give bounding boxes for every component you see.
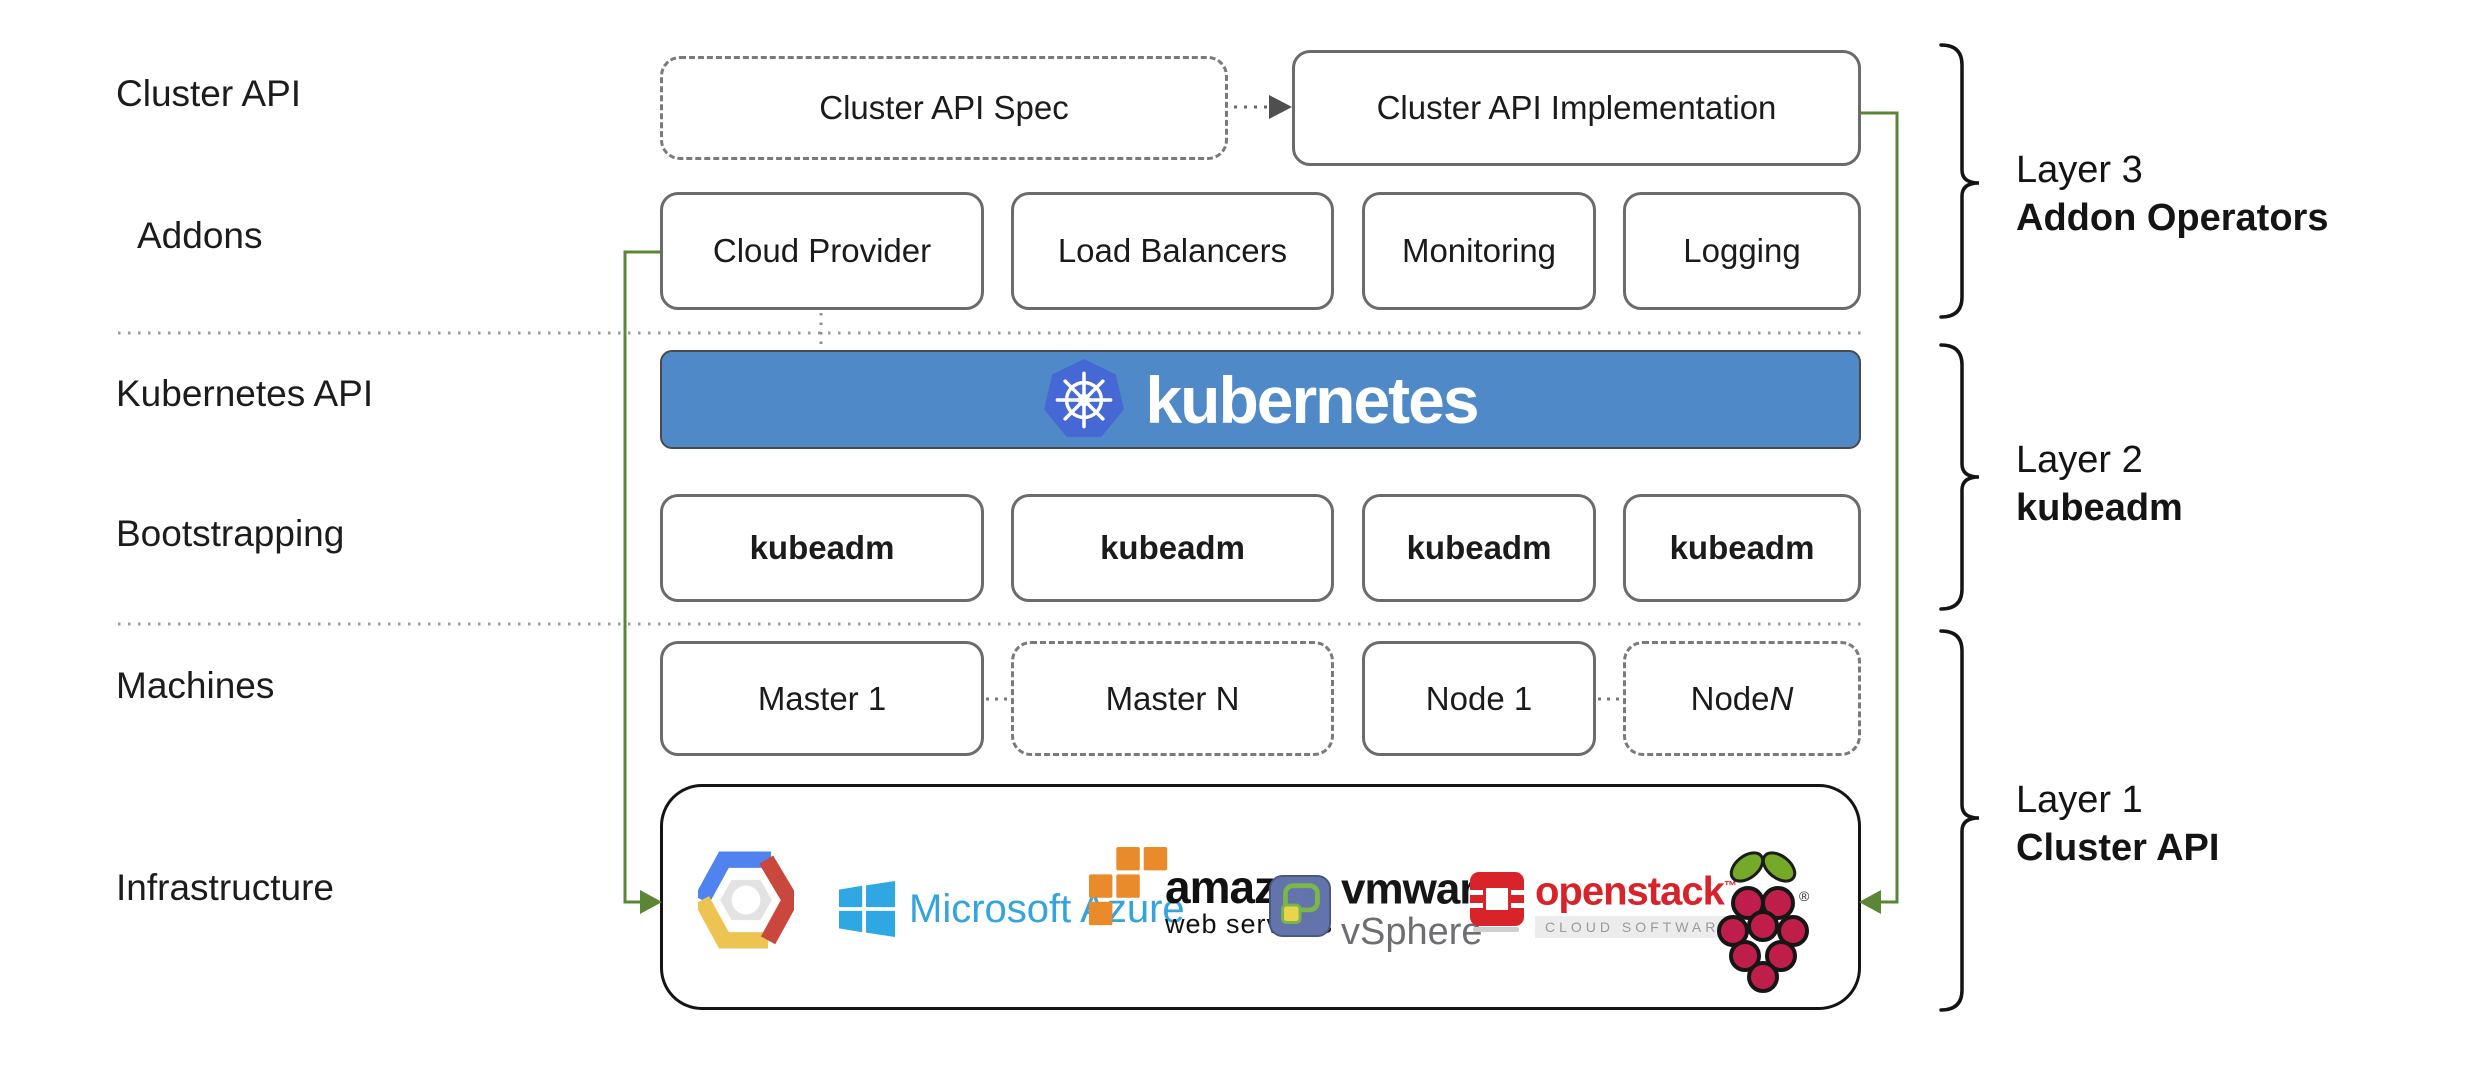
kubeadm-label: kubeadm (1669, 529, 1815, 566)
cloud-provider-label: Cloud Provider (712, 232, 932, 269)
master-1-label: Master 1 (757, 679, 887, 717)
green-connector-right (1859, 111, 1899, 914)
layer-1-brace (1939, 629, 1980, 1012)
master-n-box: Master N (1011, 641, 1334, 756)
layer-1-title: Layer 1 (2016, 779, 2143, 821)
kubernetes-banner: kubernetes (660, 350, 1861, 449)
vmware-vsphere-logo: vmware® vSphere (1269, 861, 1509, 953)
arrowhead-right-icon (640, 890, 662, 914)
layer-1-label: Layer 1 Cluster API (2016, 776, 2219, 872)
openstack-logo: openstack™ CLOUD SOFTWARE (1469, 865, 1743, 939)
kubernetes-helm-icon (1044, 358, 1125, 437)
kubeadm-box-2: kubeadm (1011, 494, 1334, 602)
logging-box: Logging (1623, 192, 1861, 310)
azure-window-icon (839, 880, 896, 938)
master-n-label: Master N (1105, 679, 1240, 717)
registered-mark: ® (1799, 888, 1810, 904)
load-balancers-box: Load Balancers (1011, 192, 1334, 310)
node-1-label: Node 1 (1425, 679, 1533, 717)
layer-2-brace (1939, 343, 1980, 611)
kubeadm-box-3: kubeadm (1362, 494, 1596, 602)
layer-3-label: Layer 3 Addon Operators (2016, 146, 2328, 242)
trademark-mark: ™ (1723, 878, 1737, 893)
layer-3-subtitle: Addon Operators (2016, 197, 2329, 239)
spec-to-implementation-arrow (1234, 95, 1292, 119)
row-label-kubernetes-api: Kubernetes API (116, 373, 374, 414)
row-label-addons: Addons (137, 215, 263, 256)
row-label-bootstrapping: Bootstrapping (116, 513, 345, 554)
layer-2-subtitle: kubeadm (2016, 487, 2183, 529)
load-balancers-label: Load Balancers (1057, 232, 1288, 269)
openstack-wordmark: openstack™ CLOUD SOFTWARE (1535, 865, 1743, 939)
vmware-vsphere-icon (1269, 875, 1331, 938)
kubeadm-label: kubeadm (1100, 529, 1245, 566)
aws-cubes-icon (1088, 846, 1168, 926)
raspberry-pi-icon: ® (1717, 851, 1810, 993)
cluster-api-spec-label: Cluster API Spec (819, 89, 1069, 126)
master-1-box: Master 1 (660, 641, 984, 756)
layer-1-subtitle: Cluster API (2016, 827, 2220, 869)
monitoring-label: Monitoring (1401, 232, 1557, 269)
row-label-machines: Machines (116, 665, 275, 706)
monitoring-box: Monitoring (1362, 192, 1596, 310)
infrastructure-box: Microsoft Azure amazon web services (660, 784, 1861, 1010)
node-1-box: Node 1 (1362, 641, 1596, 756)
openstack-text: openstack (1535, 869, 1725, 914)
openstack-icon (1469, 871, 1525, 932)
layer-2-label: Layer 2 kubeadm (2016, 436, 2183, 532)
cluster-api-implementation-label: Cluster API Implementation (1376, 89, 1777, 126)
cluster-api-implementation-box: Cluster API Implementation (1292, 50, 1861, 166)
layer-3-brace (1939, 43, 1980, 319)
logging-label: Logging (1683, 232, 1801, 269)
kubeadm-box-4: kubeadm (1623, 494, 1861, 602)
node-n-box: Node N (1623, 641, 1861, 756)
raspberry-pi-logo: ® (1717, 839, 1811, 1001)
vsphere-text: vSphere (1341, 910, 1483, 953)
green-connector-left (623, 250, 662, 914)
kubeadm-label: kubeadm (749, 529, 895, 566)
layer-3-title: Layer 3 (2016, 149, 2143, 191)
cloud-provider-box: Cloud Provider (660, 192, 984, 310)
cloud-software-text: CLOUD SOFTWARE (1535, 916, 1743, 939)
google-cloud-hexagon-icon (698, 851, 794, 949)
google-cloud-logo (698, 847, 794, 953)
kubeadm-label: kubeadm (1406, 529, 1552, 566)
row-label-cluster-api: Cluster API (116, 73, 302, 114)
node-n-label: Node (1690, 679, 1770, 717)
kubernetes-wordmark: kubernetes (1145, 362, 1479, 437)
arrowhead-left-icon (1859, 890, 1881, 914)
layer-2-title: Layer 2 (2016, 439, 2143, 481)
kubeadm-box-1: kubeadm (660, 494, 984, 602)
node-n-italic-n: N (1769, 679, 1794, 717)
cluster-api-spec-box: Cluster API Spec (660, 56, 1228, 160)
row-label-infrastructure: Infrastructure (116, 867, 334, 908)
